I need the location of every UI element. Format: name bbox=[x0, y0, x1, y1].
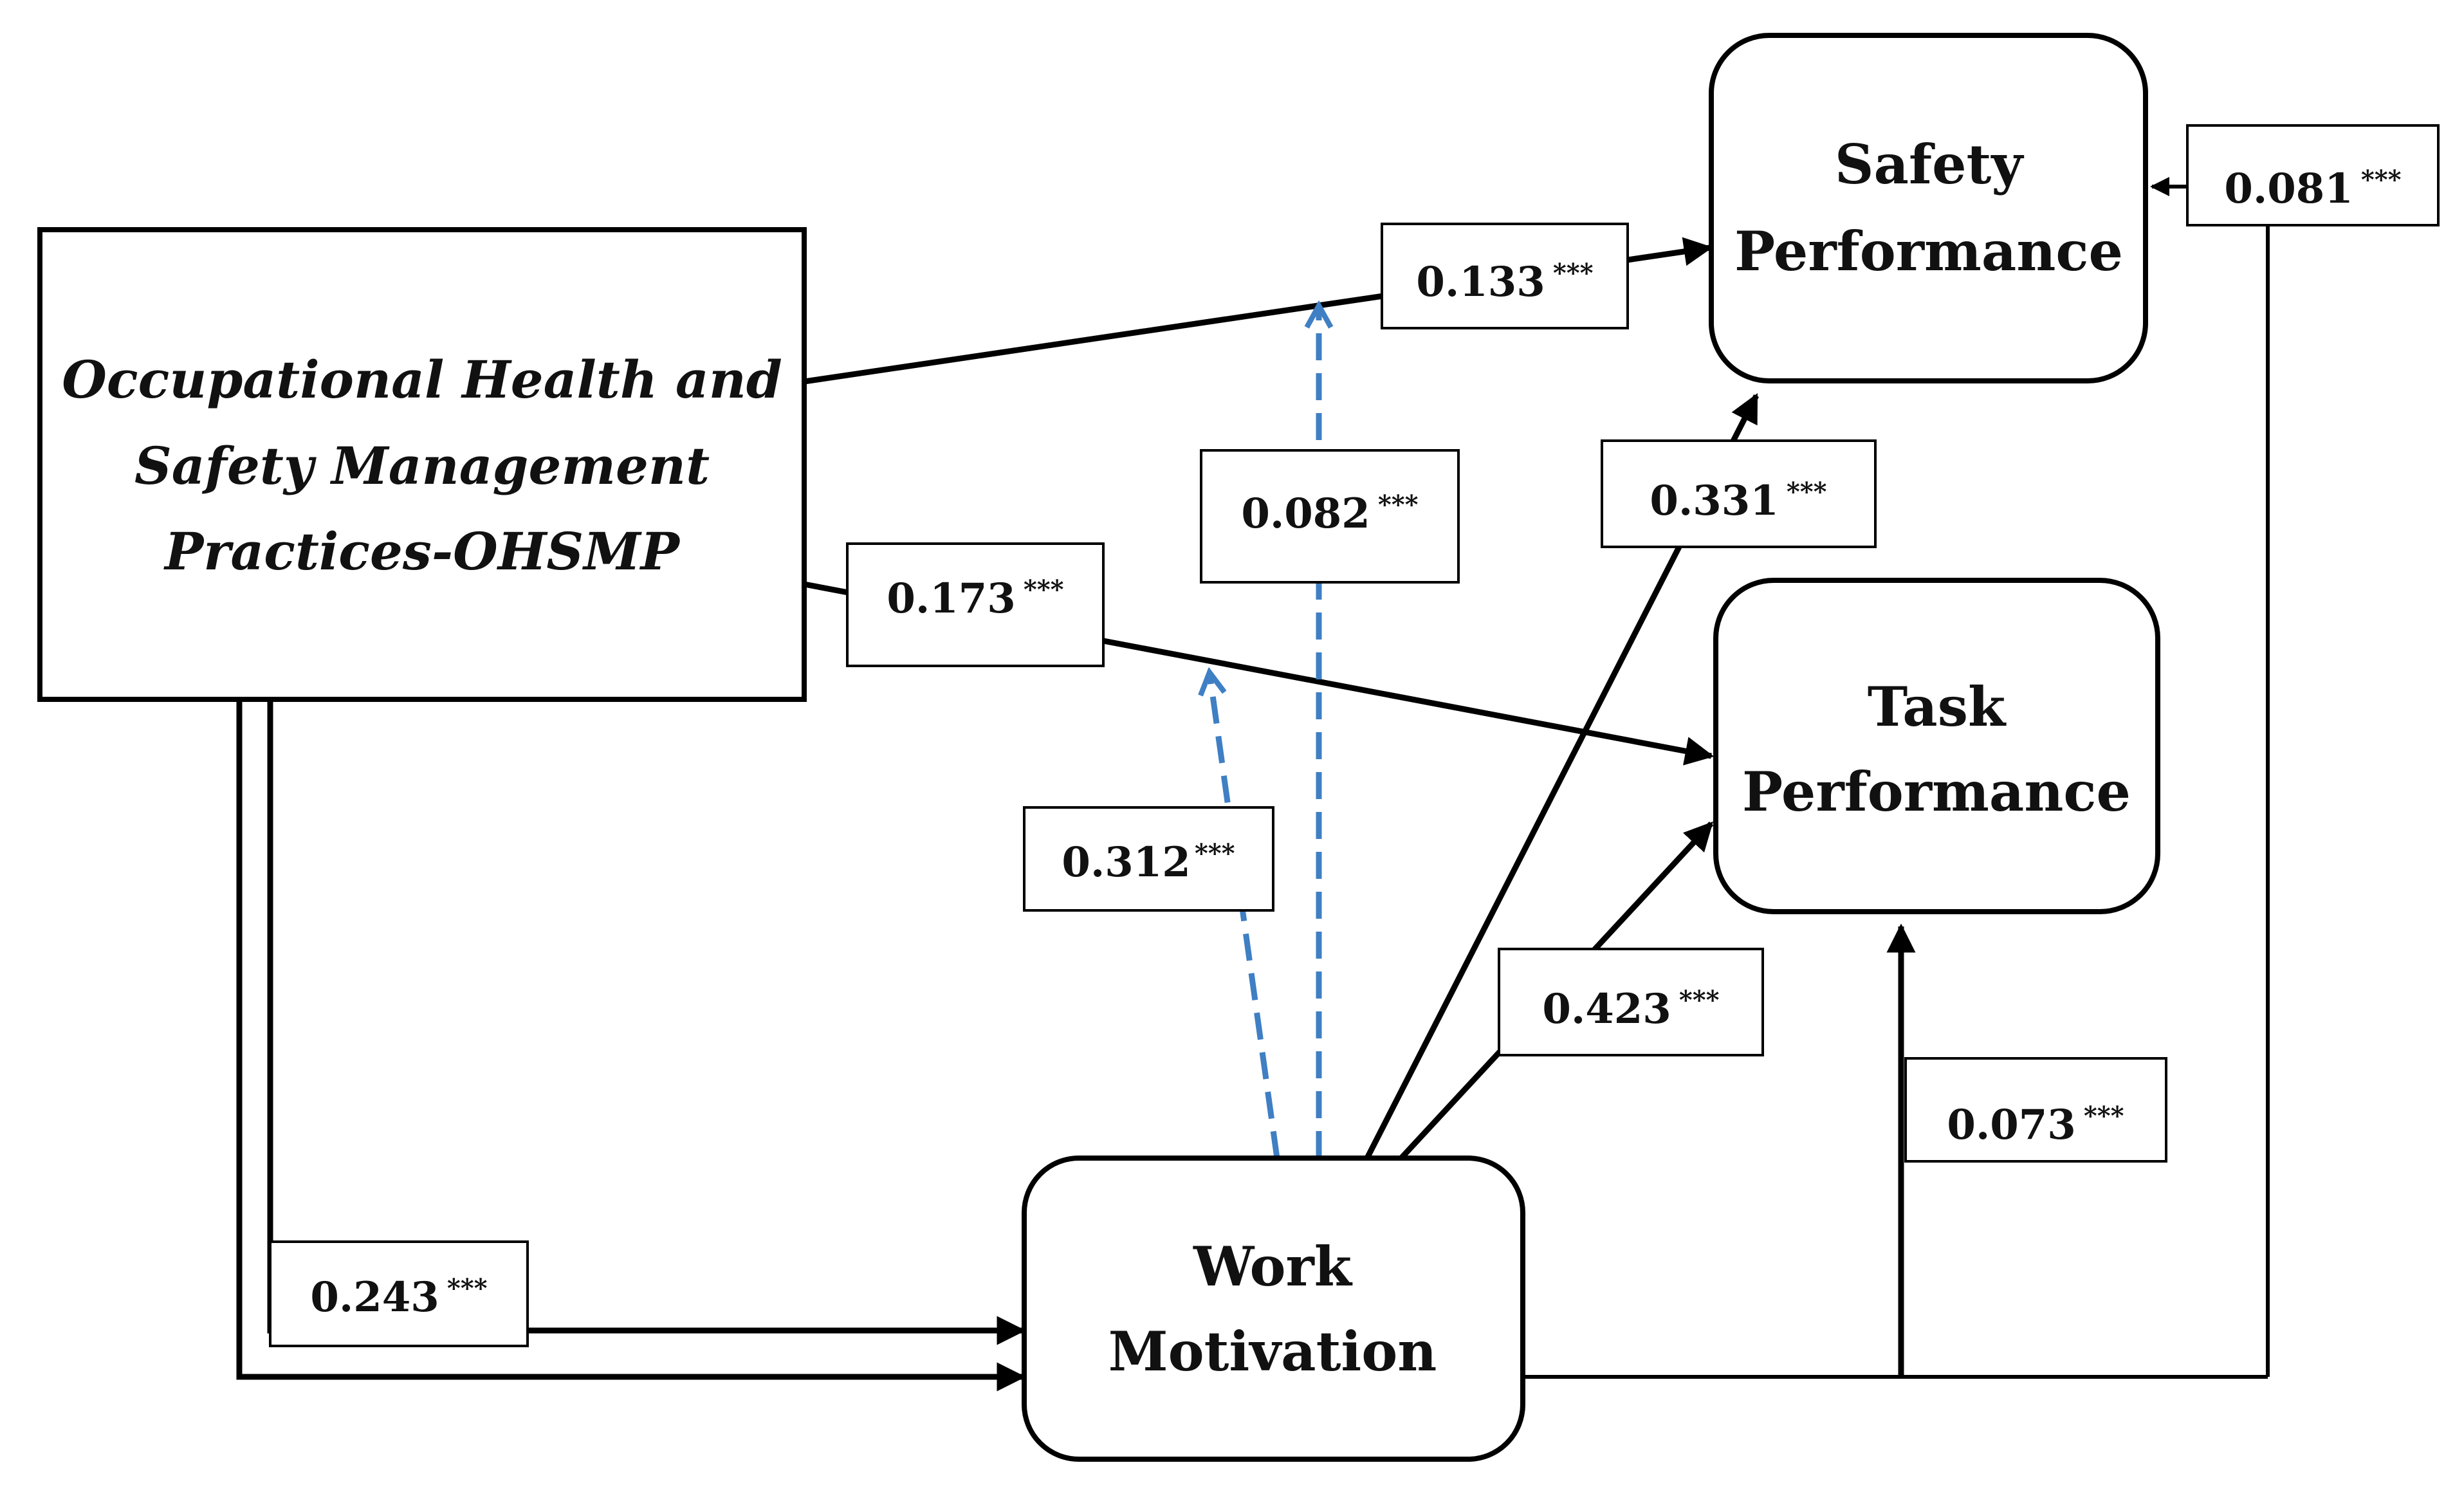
svg-text:0.073***: 0.073 *** bbox=[1947, 1101, 2124, 1149]
svg-text:0.331***: 0.331 *** bbox=[1650, 477, 1826, 525]
coef-value: 0.331 bbox=[1650, 477, 1778, 525]
ohsmp-line-1: Occupational Health and bbox=[62, 349, 782, 410]
svg-text:0.082***: 0.082 *** bbox=[1241, 490, 1418, 538]
coef-ohsmp-to-task: 0.173 *** bbox=[846, 542, 1105, 667]
node-safety-performance: Safety Performance bbox=[1709, 33, 2148, 383]
node-work-motivation: Work Motivation bbox=[1022, 1156, 1525, 1462]
task-performance-line-1: Task bbox=[1868, 675, 2007, 739]
coef-motivation-to-safety: 0.331 *** bbox=[1601, 439, 1877, 548]
svg-text:0.081***: 0.081 *** bbox=[2224, 165, 2401, 213]
coef-value: 0.423 bbox=[1542, 985, 1671, 1033]
coef-sig: *** bbox=[1679, 985, 1720, 1015]
coef-control-to-safety: 0.081 *** bbox=[2186, 124, 2440, 226]
coef-sig: *** bbox=[1195, 838, 1235, 869]
coef-value: 0.173 bbox=[887, 575, 1015, 623]
edge-moderation-task bbox=[1209, 672, 1280, 1159]
safety-performance-line-2: Performance bbox=[1734, 219, 2123, 283]
svg-text:0.173***: 0.173 *** bbox=[887, 575, 1063, 623]
coef-control-to-task: 0.073 *** bbox=[1904, 1057, 2167, 1163]
node-ohsmp: Occupational Health and Safety Managemen… bbox=[37, 227, 807, 702]
coef-value: 0.312 bbox=[1062, 838, 1190, 887]
edge-control-to-safety bbox=[2150, 177, 2270, 1377]
task-performance-line-2: Performance bbox=[1742, 760, 2131, 824]
coef-sig: *** bbox=[2084, 1101, 2124, 1131]
coef-sig: *** bbox=[1378, 490, 1419, 520]
ohsmp-line-2: Safety Management bbox=[134, 436, 710, 496]
coef-ohsmp-to-safety: 0.133 *** bbox=[1381, 223, 1629, 329]
coef-sig: *** bbox=[2361, 165, 2402, 195]
ohsmp-line-3: Practices-OHSMP bbox=[163, 521, 681, 582]
coef-sig: *** bbox=[447, 1273, 488, 1303]
node-task-performance: Task Performance bbox=[1713, 578, 2160, 914]
coef-sig: *** bbox=[1553, 258, 1594, 288]
coef-sig: *** bbox=[1787, 477, 1827, 507]
edge-ohsmp-to-motivation-inner bbox=[267, 701, 1026, 1345]
coef-value: 0.243 bbox=[310, 1273, 439, 1322]
coef-value: 0.082 bbox=[1241, 490, 1370, 538]
coef-moderation-safety: 0.082 *** bbox=[1200, 449, 1460, 584]
coef-value: 0.133 bbox=[1416, 258, 1545, 306]
svg-text:0.243***: 0.243 *** bbox=[310, 1273, 487, 1322]
coef-motivation-to-task: 0.423 *** bbox=[1498, 948, 1764, 1056]
work-motivation-line-1: Work bbox=[1193, 1235, 1353, 1298]
coef-value: 0.081 bbox=[2224, 165, 2353, 213]
work-motivation-line-2: Motivation bbox=[1108, 1320, 1437, 1383]
coef-value: 0.073 bbox=[1947, 1101, 2075, 1149]
coef-moderation-task: 0.312*** bbox=[1023, 806, 1274, 912]
coef-ohsmp-to-motivation: 0.243 *** bbox=[269, 1240, 529, 1347]
safety-performance-line-1: Safety bbox=[1835, 133, 2024, 196]
edge-ohsmp-to-motivation-outer bbox=[236, 701, 1026, 1392]
svg-text:0.133***: 0.133 *** bbox=[1416, 258, 1593, 306]
svg-text:0.423***: 0.423 *** bbox=[1542, 985, 1719, 1033]
svg-text:0.312***: 0.312*** bbox=[1062, 838, 1235, 887]
coef-sig: *** bbox=[1024, 575, 1064, 605]
